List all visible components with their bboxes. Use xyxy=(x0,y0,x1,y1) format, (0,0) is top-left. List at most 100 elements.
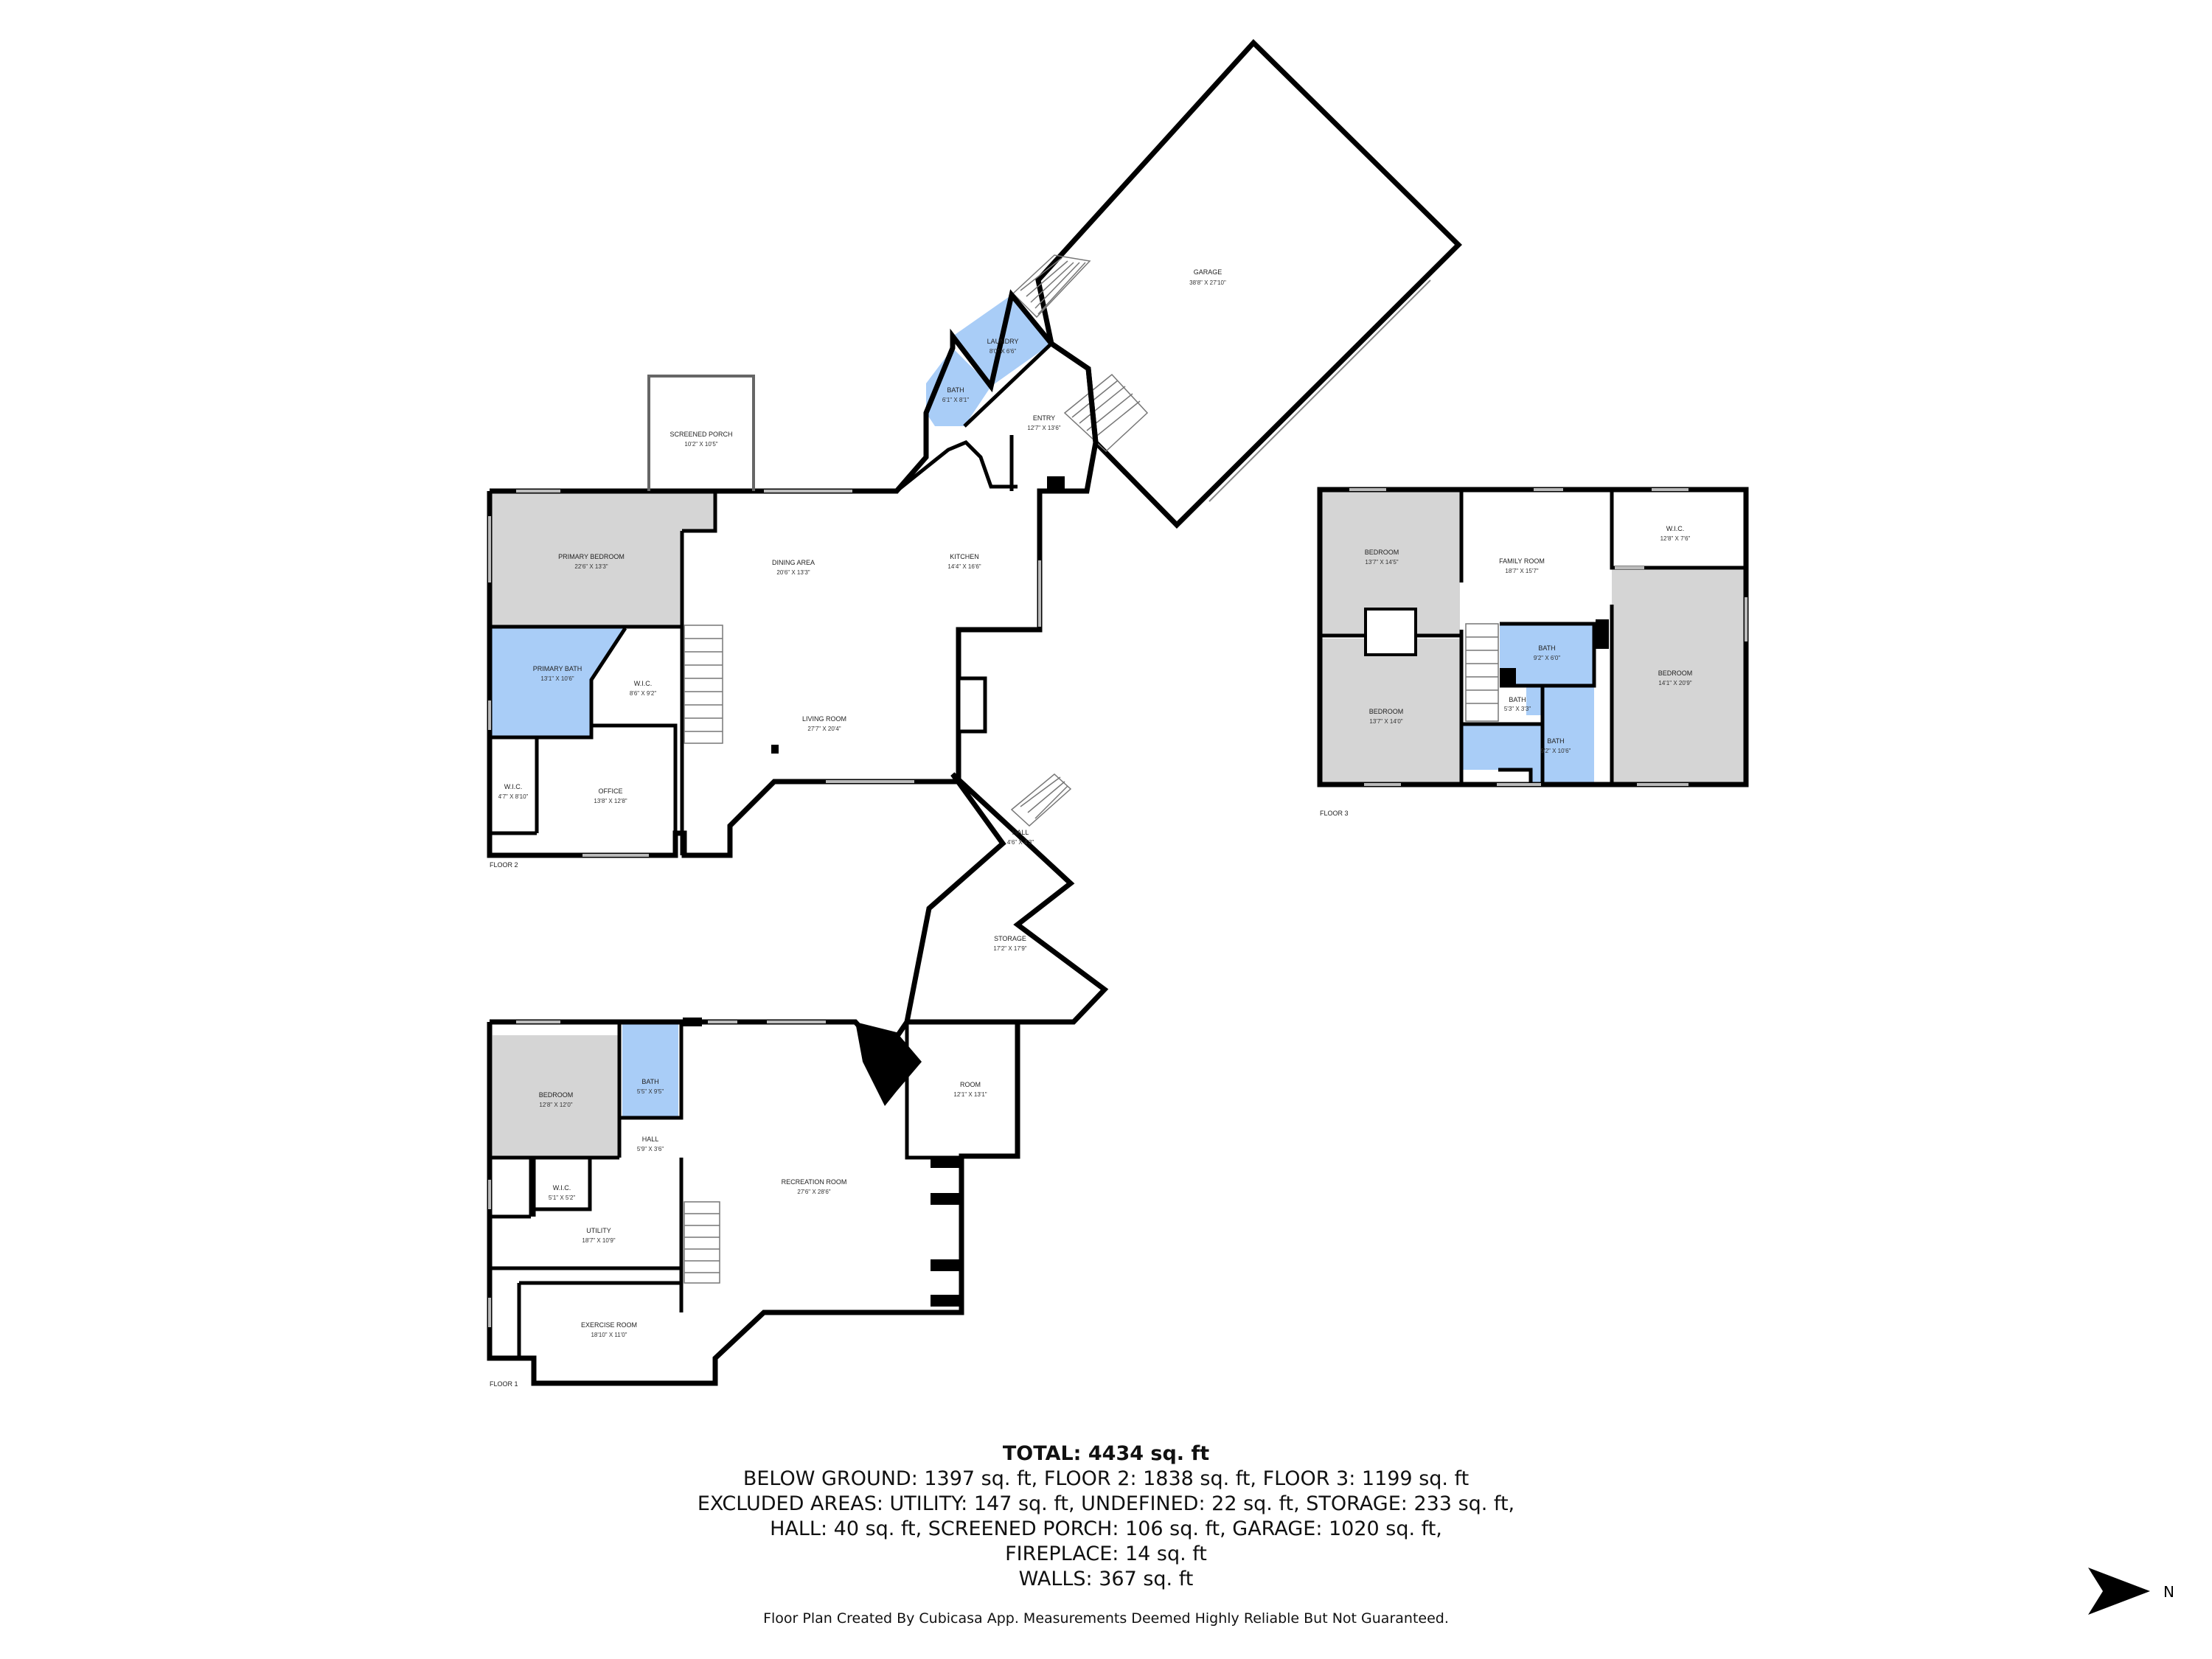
floor-2-label: FLOOR 2 xyxy=(490,861,518,869)
f2-wic-b-label: W.I.C. xyxy=(504,783,523,790)
floor-2-windows xyxy=(488,490,1041,857)
f1-bedroom-dim: 12'8" X 12'0" xyxy=(539,1102,572,1108)
laundry-label: LAUNDRY xyxy=(987,338,1019,345)
f3-bath-b-fill xyxy=(1526,686,1541,715)
f1-stairs xyxy=(684,773,1072,1284)
f1-bath-dim: 5'5" X 9'5" xyxy=(637,1088,664,1095)
f1-wic-label: W.I.C. xyxy=(553,1184,571,1192)
primary-bedroom-dim: 22'6" X 13'3" xyxy=(574,563,608,570)
f3-bath-b-dim: 5'3" X 3'3" xyxy=(1504,706,1531,712)
f3-bedroom-a-dim: 13'7" X 14'5" xyxy=(1365,559,1398,566)
f3-stairs xyxy=(1465,623,1499,722)
f1-fireplace xyxy=(855,1022,922,1106)
f2-bath-label: BATH xyxy=(947,386,964,394)
primary-bath-label: PRIMARY BATH xyxy=(533,665,582,672)
dining-area-dim: 20'6" X 13'3" xyxy=(776,569,810,576)
f1-hall-b-dim: 5'9" X 3'6" xyxy=(637,1146,664,1152)
kitchen-label: KITCHEN xyxy=(950,553,979,560)
f1-hall-a-label: HALL xyxy=(1012,829,1029,836)
entry-dim: 12'7" X 13'6" xyxy=(1027,425,1060,431)
exercise-room-dim: 18'10" X 11'0" xyxy=(591,1332,627,1338)
f3-bedroom-c-fill xyxy=(1612,569,1745,783)
storage-walls xyxy=(904,772,1109,1025)
f1-bedroom-fill xyxy=(493,1035,619,1158)
f3-bath-a-fill xyxy=(1500,624,1594,684)
total-area: TOTAL: 4434 sq. ft xyxy=(1002,1442,1210,1465)
f1-room-label: ROOM xyxy=(960,1081,981,1088)
f2-bath-dim: 6'1" X 8'1" xyxy=(942,397,969,403)
garage-stairs xyxy=(1012,254,1091,319)
summary-line-1: BELOW GROUND: 1397 sq. ft, FLOOR 2: 1838… xyxy=(742,1467,1470,1490)
living-room-label: LIVING ROOM xyxy=(802,715,846,723)
summary-line-2: EXCLUDED AREAS: UTILITY: 147 sq. ft, UND… xyxy=(697,1492,1515,1515)
dining-area-label: DINING AREA xyxy=(772,559,815,566)
screened-porch-label: SCREENED PORCH xyxy=(669,431,732,438)
f3-column xyxy=(1500,668,1516,684)
f3-bedroom-a-fill xyxy=(1321,491,1460,634)
f1-hall-a-dim: 4'6" X 4'3" xyxy=(1007,839,1034,846)
f3-bedroom-b-dim: 13'7" X 14'0" xyxy=(1369,718,1402,725)
garage-walls xyxy=(1035,38,1462,529)
floor-3-windows xyxy=(1349,488,1747,786)
f3-chimney xyxy=(1596,619,1609,649)
laundry-dim: 8'0" X 6'6" xyxy=(990,348,1016,355)
f3-bath-c-dim: 9'2" X 10'6" xyxy=(1541,748,1571,754)
f2-stairs xyxy=(684,625,723,744)
f3-bath-a-dim: 9'2" X 6'0" xyxy=(1534,655,1560,661)
living-room-dim: 27'7" X 20'4" xyxy=(807,726,841,732)
exercise-room-label: EXERCISE ROOM xyxy=(581,1321,637,1329)
garage-door-line xyxy=(1208,279,1431,502)
primary-bath-fill xyxy=(490,628,625,737)
f2-wic-a-label: W.I.C. xyxy=(634,680,653,687)
f2-wic-b-dim: 4'7" X 8'10" xyxy=(498,793,529,800)
garage-dim: 38'8" X 27'10" xyxy=(1189,279,1226,286)
primary-bath-dim: 13'1" X 10'6" xyxy=(540,675,574,682)
f3-bedroom-b-label: BEDROOM xyxy=(1369,708,1404,715)
family-room-dim: 18'7" X 15'7" xyxy=(1505,568,1538,574)
f3-bedroom-a-label: BEDROOM xyxy=(1365,549,1399,556)
f3-closet-box xyxy=(1364,608,1417,656)
f2-wic-a-dim: 8'6" X 9'2" xyxy=(630,690,656,697)
floor-2-plan xyxy=(487,38,1462,858)
storage-dim: 17'2" X 17'9" xyxy=(993,945,1026,952)
f1-bath-label: BATH xyxy=(641,1078,658,1085)
primary-bedroom-fill xyxy=(490,493,715,625)
room-labels: GARAGE 38'8" X 27'10" LAUNDRY 8'0" X 6'6… xyxy=(498,268,1693,1338)
summary-line-5: WALLS: 367 sq. ft xyxy=(1018,1568,1194,1590)
screened-porch-dim: 10'2" X 10'5" xyxy=(684,441,717,448)
floor-2-interior-walls xyxy=(490,342,1098,855)
floor-1-label: FLOOR 1 xyxy=(490,1380,518,1388)
f3-wic-label: W.I.C. xyxy=(1666,525,1685,532)
f3-bath-c-fill xyxy=(1463,686,1594,783)
utility-label: UTILITY xyxy=(586,1227,611,1234)
f3-bedroom-c-label: BEDROOM xyxy=(1658,669,1693,677)
utility-dim: 18'7" X 10'9" xyxy=(582,1237,615,1244)
floor-1-windows xyxy=(488,1020,826,1327)
f1-room-dim: 12'1" X 13'1" xyxy=(953,1091,987,1098)
floor-3-label: FLOOR 3 xyxy=(1320,810,1349,817)
entry-stairs xyxy=(1063,373,1149,453)
storage-label: STORAGE xyxy=(994,935,1026,942)
office-dim: 13'8" X 12'8" xyxy=(594,798,627,804)
f1-columns xyxy=(683,1018,961,1307)
f3-bedroom-c-dim: 14'1" X 20'9" xyxy=(1658,680,1691,686)
f1-bath-fill xyxy=(622,1022,678,1118)
entry-label: ENTRY xyxy=(1033,414,1055,422)
f2-fireplace xyxy=(956,676,987,734)
summary-line-3: HALL: 40 sq. ft, SCREENED PORCH: 106 sq.… xyxy=(770,1517,1442,1540)
f1-hall-b-label: HALL xyxy=(642,1135,659,1143)
f3-bath-a-label: BATH xyxy=(1538,644,1555,652)
floor-3-plan xyxy=(1317,487,1749,787)
kitchen-dim: 14'4" X 16'6" xyxy=(947,563,981,570)
recreation-room-dim: 27'6" X 28'6" xyxy=(797,1189,830,1195)
disclaimer-footer: Floor Plan Created By Cubicasa App. Meas… xyxy=(763,1610,1449,1627)
recreation-room-label: RECREATION ROOM xyxy=(782,1178,847,1186)
floor-1-interior-walls xyxy=(490,1022,961,1358)
garage-label: GARAGE xyxy=(1194,268,1222,276)
floor-2-outer-walls xyxy=(487,289,1099,858)
screened-porch-walls xyxy=(647,375,755,491)
f1-bedroom-label: BEDROOM xyxy=(539,1091,574,1099)
f3-wic-dim: 12'8" X 7'6" xyxy=(1660,535,1691,542)
primary-bedroom-label: PRIMARY BEDROOM xyxy=(558,553,625,560)
